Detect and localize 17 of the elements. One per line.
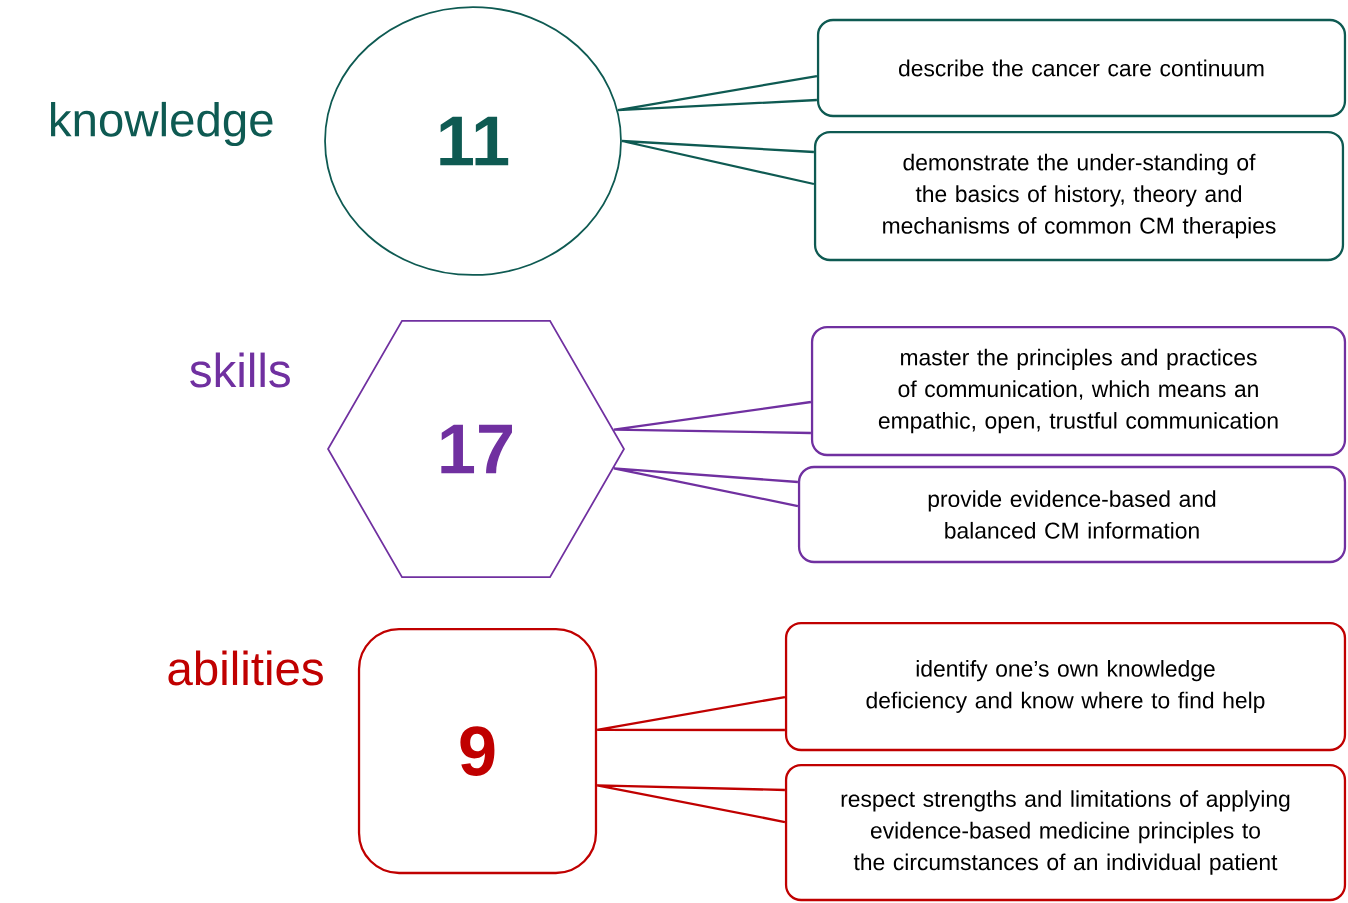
callout-pointer (616, 74, 819, 112)
callout-box: demonstrate the under-standing of the basics of history, theory and mechanisms of common CM therapies (813, 130, 1345, 262)
callout-box: respect strengths and limitations of applying evidence-based medicine principles to the circumstances of an individual patient (784, 763, 1347, 902)
callout-pointer (612, 400, 813, 435)
heading-label: skills (190, 352, 290, 388)
callout-box: describe the cancer care continuum (816, 18, 1347, 118)
heading-label: knowledge (51, 101, 273, 147)
heading-label: abilities (168, 650, 323, 686)
number-square: 9 (357, 627, 598, 875)
callout-box: master the principles and practices of communication, which means an empathic, open, trustful communication (810, 325, 1347, 457)
callout-pointer (596, 784, 787, 824)
callout-pointer (612, 467, 800, 508)
callout-box: provide evidence-based and balanced CM information (797, 465, 1347, 564)
number-hexagon: 17 (327, 320, 625, 579)
callout-pointer (620, 139, 816, 186)
callout-box: identify one’s own knowledge deficiency and know where to find help (784, 621, 1347, 752)
callout-pointer (596, 695, 787, 732)
